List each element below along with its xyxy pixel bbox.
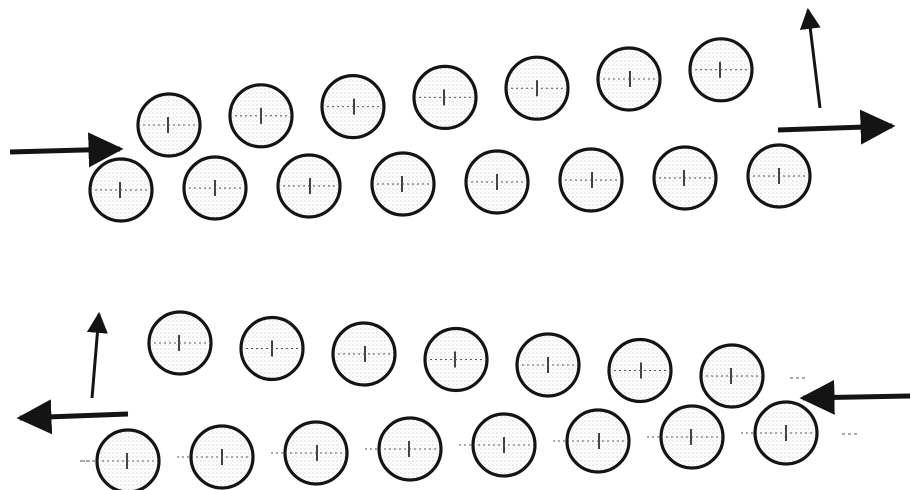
particle-outline — [97, 430, 159, 490]
bottom-lower-particle-row — [83, 402, 817, 490]
particle — [271, 422, 347, 484]
particle — [184, 157, 246, 219]
particle — [230, 85, 292, 147]
bottom-outlet-arrow — [20, 414, 128, 418]
bottom-particle-group — [20, 312, 910, 490]
bottom-deflection-arrow — [92, 314, 99, 398]
particle — [177, 426, 253, 488]
top-outlet-arrow — [778, 126, 892, 130]
particle — [647, 406, 723, 468]
particle — [701, 345, 763, 407]
particle — [506, 57, 568, 119]
bottom-upper-particle-row — [149, 312, 763, 407]
particle — [609, 340, 671, 402]
particle — [598, 48, 660, 110]
particle — [466, 151, 528, 213]
particle — [459, 414, 535, 476]
particle — [322, 76, 384, 138]
top-inlet-arrow — [10, 149, 120, 152]
particle — [517, 334, 579, 396]
particle — [690, 39, 752, 101]
particle — [333, 323, 395, 385]
top-deflection-arrow — [808, 10, 820, 108]
particle — [90, 159, 152, 221]
particle — [741, 402, 817, 464]
particle — [241, 318, 303, 380]
particle — [425, 329, 487, 391]
bottom-inlet-arrow — [803, 396, 910, 398]
particle — [654, 147, 716, 209]
particle — [372, 153, 434, 215]
top-lower-particle-row — [90, 145, 810, 221]
particle — [553, 410, 629, 472]
particle — [414, 66, 476, 128]
particle — [365, 418, 441, 480]
particle — [83, 430, 159, 490]
particle — [748, 145, 810, 207]
particle — [149, 312, 211, 374]
particle — [138, 94, 200, 156]
particle — [560, 149, 622, 211]
particle — [278, 155, 340, 217]
top-upper-particle-row — [138, 39, 752, 156]
top-particle-group — [10, 10, 892, 221]
